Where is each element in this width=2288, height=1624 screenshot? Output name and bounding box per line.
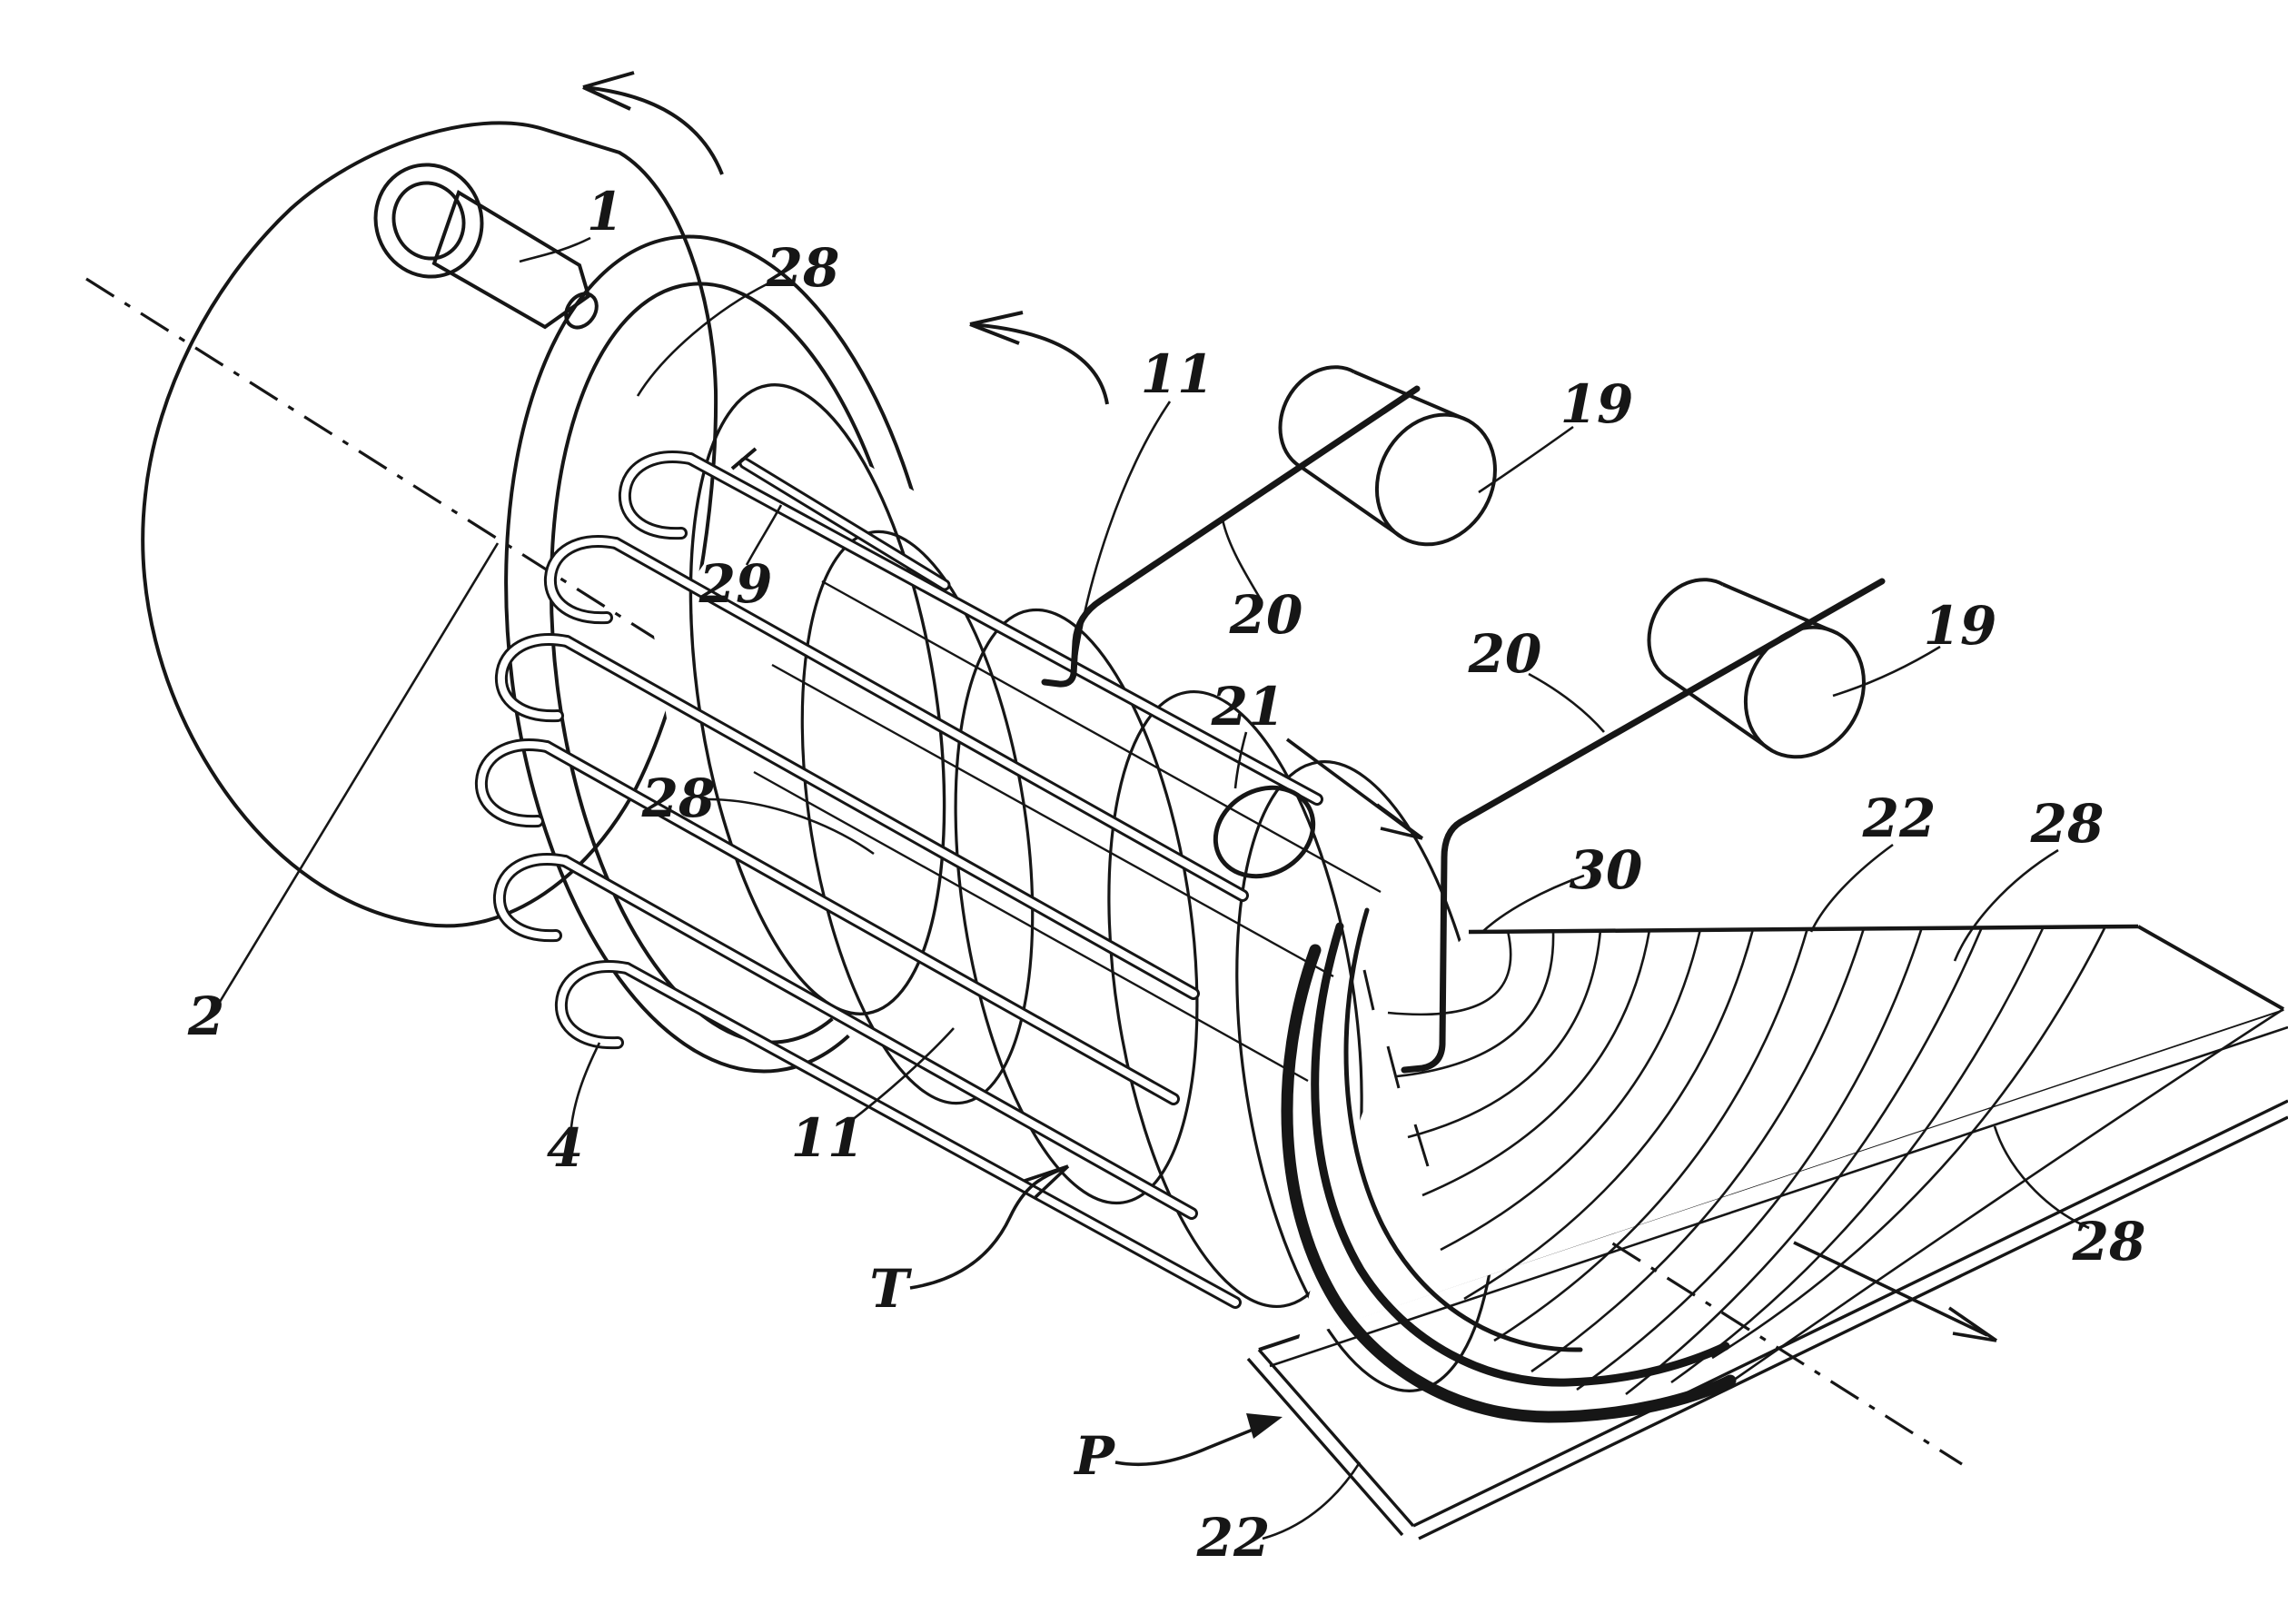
leader-line-28-11 [1953, 848, 2059, 962]
feed-arrow-28-icon [1793, 1241, 1998, 1342]
roller-second [1647, 578, 1866, 759]
reference-label-28-9: 28 [641, 767, 716, 829]
p-arrow-icon [1114, 1413, 1283, 1467]
reference-labels: 1 28 11 19 29 20 19 20 21 28 22 28 30 2 11 4 28T P 22 [187, 181, 2146, 1569]
reference-label-28-11: 28 [2030, 793, 2105, 855]
reference-label-T-17: T [869, 1258, 912, 1320]
leader-line-30-12 [1481, 874, 1585, 933]
leader-line-21-8 [1233, 731, 1248, 789]
reference-label-19-6: 19 [1924, 595, 1997, 657]
fan-right-edge [2137, 925, 2284, 1011]
leader-line-22-19 [1262, 1461, 1362, 1540]
fan-fold-lines [1387, 926, 2284, 1396]
wound-band [1281, 907, 1737, 1423]
reference-label-4-15: 4 [547, 1117, 583, 1179]
leader-line-2-13 [218, 542, 500, 1003]
leader-line-28-9 [706, 797, 875, 856]
reference-label-29-4: 29 [698, 553, 773, 615]
roller-first [1278, 365, 1497, 547]
leader-line-1-0 [519, 236, 591, 263]
leader-line-28-1 [636, 282, 769, 397]
drum-rods [474, 451, 1323, 1309]
leader-line-28-16 [1993, 1125, 2090, 1230]
fan-top-edge [1468, 924, 2139, 935]
reference-label-11-14: 11 [791, 1107, 865, 1169]
reference-label-11-2: 11 [1141, 343, 1214, 405]
leader-line-20-5 [1221, 519, 1263, 600]
disc [141, 121, 718, 928]
reference-label-P-18: P [1073, 1425, 1115, 1487]
leader-line-20-7 [1528, 672, 1605, 733]
reference-label-21-8: 21 [1211, 676, 1285, 738]
wire-first [1041, 385, 1421, 688]
reference-label-28-1: 28 [766, 237, 840, 299]
leader-line-19-3 [1478, 425, 1574, 494]
rotation-arrow-disc-icon [582, 71, 724, 175]
leader-line-19-6 [1832, 645, 1941, 698]
leader-line-29-4 [745, 504, 783, 566]
reference-label-28-16: 28 [2072, 1211, 2146, 1272]
leader-line-4-15 [569, 1042, 601, 1138]
leader-line-22-10 [1809, 843, 1894, 933]
wire-second [1401, 578, 1886, 1074]
pin-tip [564, 292, 599, 330]
web-fan [1299, 924, 2284, 1396]
reference-label-20-7: 20 [1468, 623, 1542, 685]
leader-line-11-14 [847, 1027, 955, 1125]
reference-label-22-10: 22 [1862, 787, 1936, 849]
leader-line-11-2 [1073, 401, 1172, 670]
pin [373, 163, 599, 330]
reference-label-20-5: 20 [1229, 584, 1303, 646]
reference-label-30-12: 30 [1570, 839, 1643, 901]
t-arrow-icon [909, 1164, 1070, 1290]
rotation-arrow-loop-icon [969, 311, 1109, 405]
web-ticks [1362, 969, 1430, 1167]
reference-label-19-3: 19 [1560, 373, 1634, 435]
reference-label-2-13: 2 [187, 985, 224, 1047]
reference-label-1-0: 1 [587, 181, 623, 243]
needle-29 [730, 447, 951, 591]
feed-arrow-21-icon [1285, 738, 1424, 840]
reference-label-22-19: 22 [1196, 1507, 1271, 1569]
thread-ring-21 [1213, 785, 1316, 879]
